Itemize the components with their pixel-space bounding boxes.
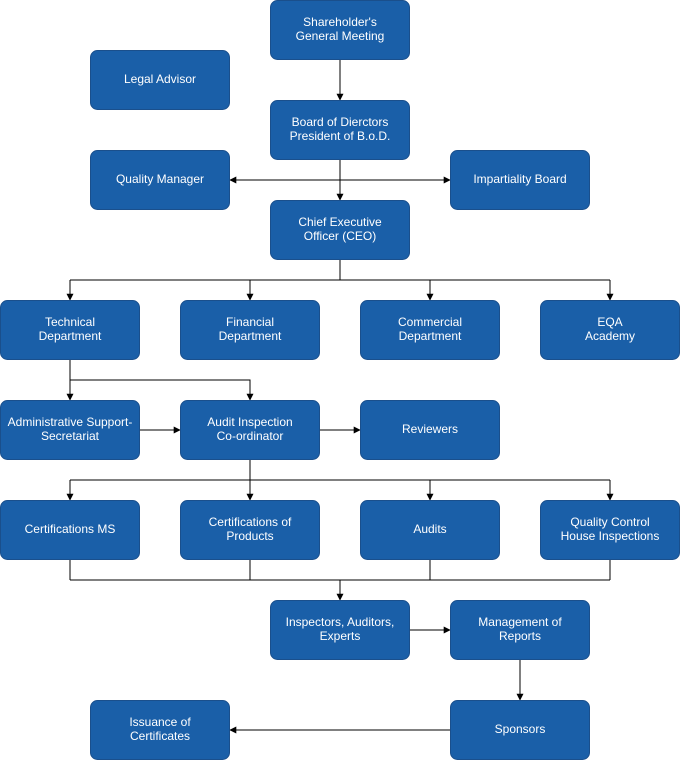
- node-label: Management of: [478, 615, 562, 629]
- node-label: Audits: [413, 522, 446, 536]
- node-label: Products: [226, 529, 273, 543]
- node-label: Co-ordinator: [217, 429, 284, 443]
- node-label: Issuance of: [129, 715, 191, 729]
- node-label: Audit Inspection: [207, 415, 292, 429]
- node-box: [450, 600, 590, 660]
- node-label: Department: [399, 329, 462, 343]
- node-label: House Inspections: [561, 529, 660, 543]
- node-label: Department: [219, 329, 282, 343]
- node-box: [0, 500, 140, 560]
- node-label: Officer (CEO): [304, 229, 376, 243]
- node-box: [540, 500, 680, 560]
- node-label: Department: [39, 329, 102, 343]
- node-label: Technical: [45, 315, 95, 329]
- node-box: [180, 400, 320, 460]
- node-label: Reports: [499, 629, 541, 643]
- node-label: Impartiality Board: [473, 172, 566, 186]
- node-box: [180, 500, 320, 560]
- connector-lines: [66, 60, 614, 734]
- node-box: [450, 150, 590, 210]
- node-label: Certificates: [130, 729, 190, 743]
- node-box: [270, 200, 410, 260]
- node-label: Chief Executive: [298, 215, 382, 229]
- node-box: [0, 400, 140, 460]
- node-box: [90, 150, 230, 210]
- node-label: Inspectors, Auditors,: [286, 615, 395, 629]
- node-box: [360, 500, 500, 560]
- node-label: Secretariat: [41, 429, 100, 443]
- node-label: President of B.o.D.: [290, 129, 391, 143]
- node-label: Financial: [226, 315, 274, 329]
- node-label: Board of Dierctors: [292, 115, 389, 129]
- node-box: [360, 400, 500, 460]
- node-cert-ms: Certifications MS: [0, 500, 140, 560]
- node-label: Certifications MS: [25, 522, 116, 536]
- node-label: General Meeting: [296, 29, 385, 43]
- node-box: [180, 300, 320, 360]
- node-inspectors: Inspectors, Auditors,Experts: [270, 600, 410, 660]
- node-sponsors: Sponsors: [450, 700, 590, 760]
- node-label: Sponsors: [495, 722, 546, 736]
- node-box: [540, 300, 680, 360]
- node-box: [450, 700, 590, 760]
- arrow-technical-audit: [70, 379, 254, 401]
- node-box: [90, 700, 230, 760]
- node-label: Quality Manager: [116, 172, 204, 186]
- node-box: [0, 300, 140, 360]
- node-box: [270, 0, 410, 60]
- node-box: [360, 300, 500, 360]
- node-label: Reviewers: [402, 422, 458, 436]
- node-impartiality: Impartiality Board: [450, 150, 590, 210]
- node-box: [90, 50, 230, 110]
- node-label: Academy: [585, 329, 635, 343]
- node-reviewers: Reviewers: [360, 400, 500, 460]
- node-label: Administrative Support-: [8, 415, 133, 429]
- node-quality-manager: Quality Manager: [90, 150, 230, 210]
- node-label: Legal Advisor: [124, 72, 196, 86]
- node-label: Certifications of: [209, 515, 292, 529]
- node-label: Quality Control: [570, 515, 649, 529]
- node-admin: Administrative Support-Secretariat: [0, 400, 140, 460]
- node-box: [270, 600, 410, 660]
- node-label: Commercial: [398, 315, 462, 329]
- node-label: Shareholder's: [303, 15, 377, 29]
- node-label: Experts: [320, 629, 361, 643]
- node-audits: Audits: [360, 500, 500, 560]
- node-legal: Legal Advisor: [90, 50, 230, 110]
- node-label: EQA: [597, 315, 622, 329]
- node-box: [270, 100, 410, 160]
